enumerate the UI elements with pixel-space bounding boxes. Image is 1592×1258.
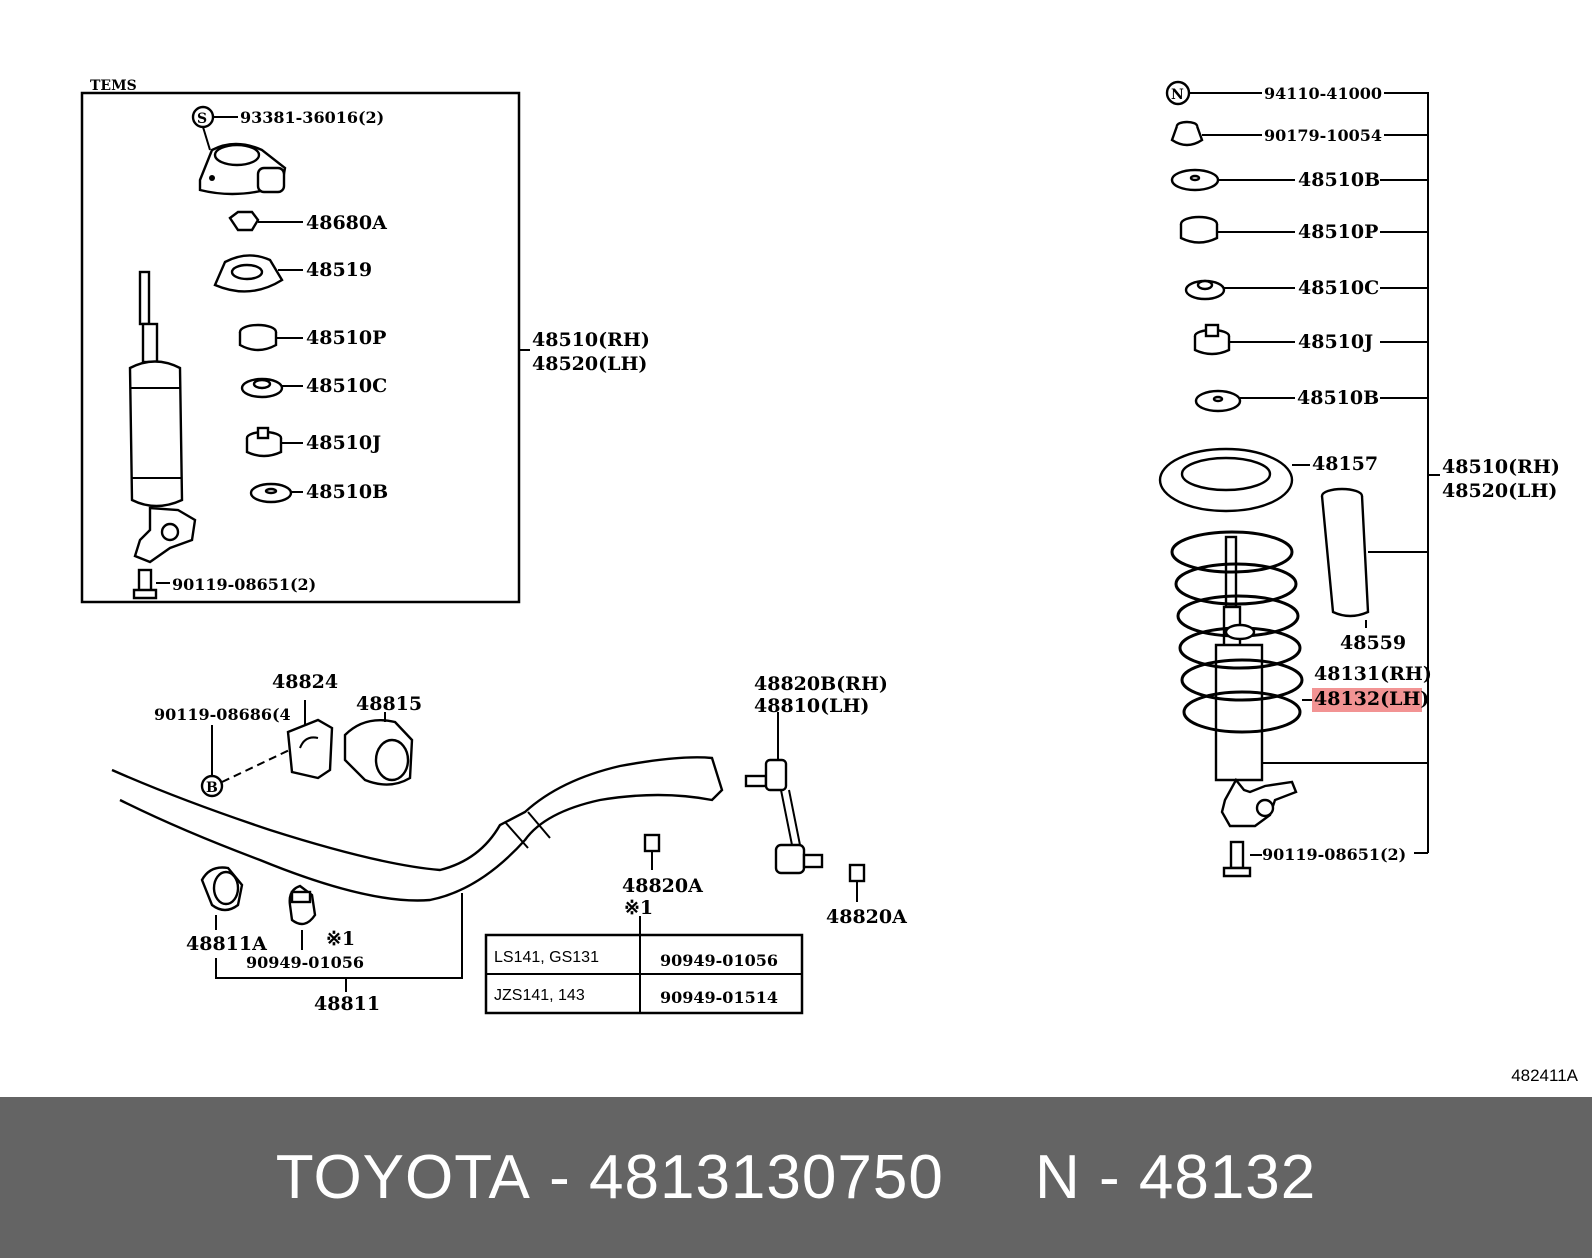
right-bottom-bolt-icon: [1222, 840, 1262, 878]
footer-ref-number: 48132: [1138, 1143, 1317, 1212]
table-row-1-part: 90949-01056: [660, 951, 778, 970]
label-washer-b1: 48510B: [1298, 169, 1380, 191]
upper-mount-icon: [198, 142, 287, 196]
label-bracket: 48824: [272, 671, 338, 693]
footer-part-number: 4813130750: [589, 1143, 944, 1212]
shock-absorber-icon: [128, 270, 197, 564]
label-cushion-p: 48510P: [306, 327, 386, 349]
label-spring-lh: 48132(LH): [1314, 688, 1429, 710]
footer-sep-1: -: [530, 1143, 589, 1212]
clamp-icon: [288, 884, 317, 950]
diagram-ref-code: 482411A: [1511, 1066, 1578, 1085]
bound-stopper-icon: [1320, 487, 1428, 628]
label-link-nut: 48820A: [826, 906, 907, 928]
application-table: LS141, GS131 90949-01056 JZS141, 143 909…: [484, 933, 804, 1015]
tems-box: TEMS S 93381-36016(2) 48680A 48519: [80, 78, 650, 604]
footer-sep-2: -: [1080, 1143, 1139, 1212]
highlight-lh: [1312, 688, 1422, 712]
label-washer-b: 48510B: [306, 481, 388, 503]
bracket-icon: [286, 700, 334, 780]
label-nut-2: 90179-10054: [1264, 126, 1382, 145]
label-link-rh: 48820B(RH): [754, 673, 888, 695]
label-tems-assy-rh: 48510(RH): [532, 329, 650, 351]
link-nut-icon: [848, 863, 866, 902]
bush-a-icon: [200, 866, 244, 930]
cushion-c-right-icon: [1184, 279, 1295, 301]
stabilizer-group: B 90119-08686(4 48824 48815 48820B(: [111, 671, 907, 1015]
coil-spring-icon: [1170, 530, 1304, 828]
label-nut-n: 94110-41000: [1264, 84, 1382, 103]
footer-n-label: N: [1034, 1143, 1081, 1212]
footer-bar: TOYOTA - 4813130750 N - 48132: [0, 1097, 1592, 1258]
cushion-p-icon: [238, 323, 303, 352]
mid-nut-icon: [643, 833, 661, 870]
washer-b1-icon: [1170, 168, 1295, 192]
label-stab-bolt: 90119-08686(4: [154, 705, 291, 724]
label-cushion-j: 48510J: [306, 432, 381, 454]
label-right-assy-rh: 48510(RH): [1442, 456, 1560, 478]
cushion-j-icon: [245, 426, 303, 458]
label-mid-note: ※1: [624, 897, 653, 919]
n-marker-label: N: [1171, 87, 1184, 103]
nut-2-icon: [1170, 120, 1262, 147]
label-seat: 48157: [1312, 453, 1378, 475]
cushion-p-right-icon: [1179, 215, 1295, 244]
label-bolt-top: 93381-36016(2): [240, 108, 384, 127]
label-washer-b2: 48510B: [1297, 387, 1379, 409]
label-cushion-j-right: 48510J: [1298, 331, 1373, 353]
bottom-bolt-icon: [132, 568, 170, 600]
label-bar: 48811: [314, 993, 380, 1015]
label-clamp: 90949-01056: [246, 953, 364, 972]
label-link-lh: 48810(LH): [754, 695, 869, 717]
footer-brand: TOYOTA: [275, 1143, 531, 1212]
bushing-icon: [343, 712, 414, 786]
label-right-assy-lh: 48520(LH): [1442, 480, 1557, 502]
cushion-c-icon: [240, 377, 303, 399]
spring-seat-icon: [1158, 447, 1310, 513]
washer-b2-icon: [1194, 389, 1295, 413]
cushion-j-right-icon: [1193, 323, 1295, 356]
table-row-2-model: JZS141, 143: [494, 987, 585, 1004]
support-icon: [213, 254, 303, 293]
footer-text: TOYOTA - 4813130750 N - 48132: [0, 1097, 1592, 1258]
label-clamp-note: ※1: [326, 928, 355, 950]
parts-diagram: TEMS S 93381-36016(2) 48680A 48519: [80, 78, 1560, 1015]
table-row-2-part: 90949-01514: [660, 988, 778, 1007]
washer-b-icon: [249, 482, 303, 504]
label-mid-nut: 48820A: [622, 875, 703, 897]
label-support: 48519: [306, 259, 372, 281]
stabilizer-link-icon: [744, 712, 824, 875]
label-spring-rh: 48131(RH): [1314, 663, 1432, 685]
label-nut: 48680A: [306, 212, 387, 234]
s-marker-label: S: [197, 111, 207, 127]
label-bound: 48559: [1340, 632, 1406, 654]
label-bushing: 48815: [356, 693, 422, 715]
b-marker-label: B: [206, 780, 218, 796]
nut-icon: [228, 210, 303, 232]
label-cushion-c: 48510C: [306, 375, 387, 397]
footer-gap: [944, 1142, 1035, 1213]
label-cushion-c-right: 48510C: [1298, 277, 1379, 299]
label-right-bolt: 90119-08651(2): [1262, 845, 1406, 864]
right-assembly: N 94110-41000 90179-10054 48510B 48510P: [1158, 80, 1560, 878]
label-bush-a: 48811A: [186, 933, 267, 955]
stabilizer-bar-icon: [111, 756, 724, 902]
label-cushion-p-right: 48510P: [1298, 221, 1378, 243]
label-bolt-bottom: 90119-08651(2): [172, 575, 316, 594]
label-tems-assy-lh: 48520(LH): [532, 353, 647, 375]
table-row-1-model: LS141, GS131: [494, 949, 599, 966]
tems-title: TEMS: [90, 78, 137, 94]
